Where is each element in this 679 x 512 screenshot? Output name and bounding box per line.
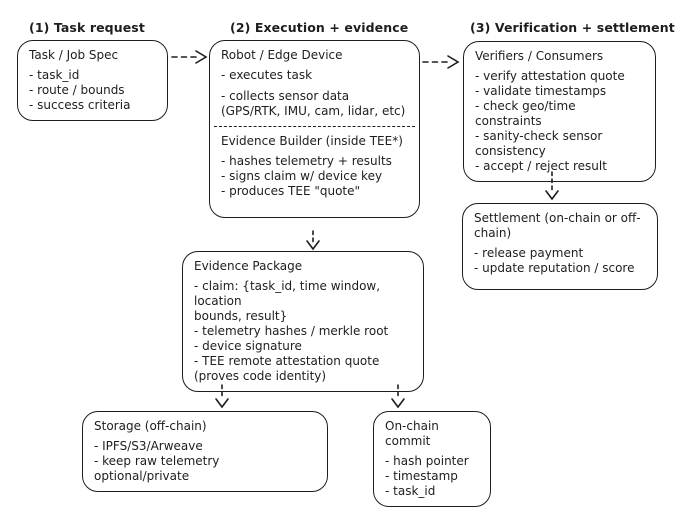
text-line: - accept / reject result — [475, 159, 607, 173]
onchain-commit-lines: - hash pointer- timestamp- task_id — [385, 454, 479, 499]
storage-node: Storage (off-chain) - IPFS/S3/Arweave- k… — [82, 411, 328, 492]
text-line: - hashes telemetry + results — [221, 154, 392, 168]
task-spec-title: Task / Job Spec — [29, 48, 119, 62]
onchain-commit-title: On-chain commit — [385, 419, 439, 448]
evidence-package-lines: - claim: {task_id, time window, location… — [194, 279, 412, 384]
task-spec-node: Task / Job Spec - task_id- route / bound… — [17, 40, 168, 121]
verifiers-node: Verifiers / Consumers - verify attestati… — [463, 41, 656, 182]
text-line: - validate timestamps — [475, 84, 607, 98]
text-line: - collects sensor data (GPS/RTK, IMU, ca… — [221, 89, 406, 118]
text-line: - sanity-check sensor consistency — [475, 129, 603, 158]
column-header-execution-evidence: (2) Execution + evidence — [230, 20, 409, 35]
robot-edge-device-lines: - executes task - collects sensor data (G… — [221, 68, 408, 119]
evidence-package-node: Evidence Package - claim: {task_id, time… — [182, 251, 424, 392]
text-line: - IPFS/S3/Arweave — [94, 439, 203, 453]
text-line: - claim: {task_id, time window, location… — [194, 279, 381, 323]
text-line: - produces TEE "quote" — [221, 184, 361, 198]
storage-lines: - IPFS/S3/Arweave- keep raw telemetry op… — [94, 439, 316, 484]
settlement-lines: - release payment- update reputation / s… — [474, 246, 646, 276]
column-header-task-request: (1) Task request — [29, 20, 145, 35]
arrow-task-to-robot-icon — [171, 50, 208, 64]
verifiers-lines: - verify attestation quote- validate tim… — [475, 69, 644, 174]
text-line: - task_id — [29, 68, 80, 82]
arrow-robot-to-evidence-icon — [306, 230, 320, 251]
text-line: - hash pointer — [385, 454, 469, 468]
settlement-node: Settlement (on-chain or off-chain) - rel… — [462, 203, 658, 290]
verifiers-title: Verifiers / Consumers — [475, 49, 604, 63]
evidence-package-title: Evidence Package — [194, 259, 303, 273]
evidence-builder-lines: - hashes telemetry + results- signs clai… — [221, 154, 408, 199]
storage-title: Storage (off-chain) — [94, 419, 207, 433]
text-line: - keep raw telemetry optional/private — [94, 454, 220, 483]
onchain-commit-node: On-chain commit - hash pointer- timestam… — [373, 411, 491, 507]
arrow-robot-to-verifiers-icon — [422, 55, 460, 69]
text-line: - executes task — [221, 68, 313, 82]
tee-section-divider — [214, 126, 415, 127]
settlement-title: Settlement (on-chain or off-chain) — [474, 211, 641, 240]
column-header-verification-settlement: (3) Verification + settlement — [470, 20, 675, 35]
text-line: - update reputation / score — [474, 261, 635, 275]
text-line: - verify attestation quote — [475, 69, 625, 83]
text-line: - TEE remote attestation quote (proves c… — [194, 354, 380, 383]
evidence-builder-title: Evidence Builder (inside TEE*) — [221, 134, 403, 148]
text-line: - device signature — [194, 339, 302, 353]
text-line: - success criteria — [29, 98, 131, 112]
text-line: - telemetry hashes / merkle root — [194, 324, 389, 338]
text-line: - route / bounds — [29, 83, 125, 97]
text-line: - task_id — [385, 484, 436, 498]
robot-edge-device-node: Robot / Edge Device - executes task - col… — [209, 40, 420, 218]
text-line: - check geo/time constraints — [475, 99, 576, 128]
robot-edge-device-title: Robot / Edge Device — [221, 48, 343, 62]
task-spec-lines: - task_id- route / bounds- success crite… — [29, 68, 156, 113]
text-line: - release payment — [474, 246, 584, 260]
text-line: - signs claim w/ device key — [221, 169, 383, 183]
text-line: - timestamp — [385, 469, 458, 483]
